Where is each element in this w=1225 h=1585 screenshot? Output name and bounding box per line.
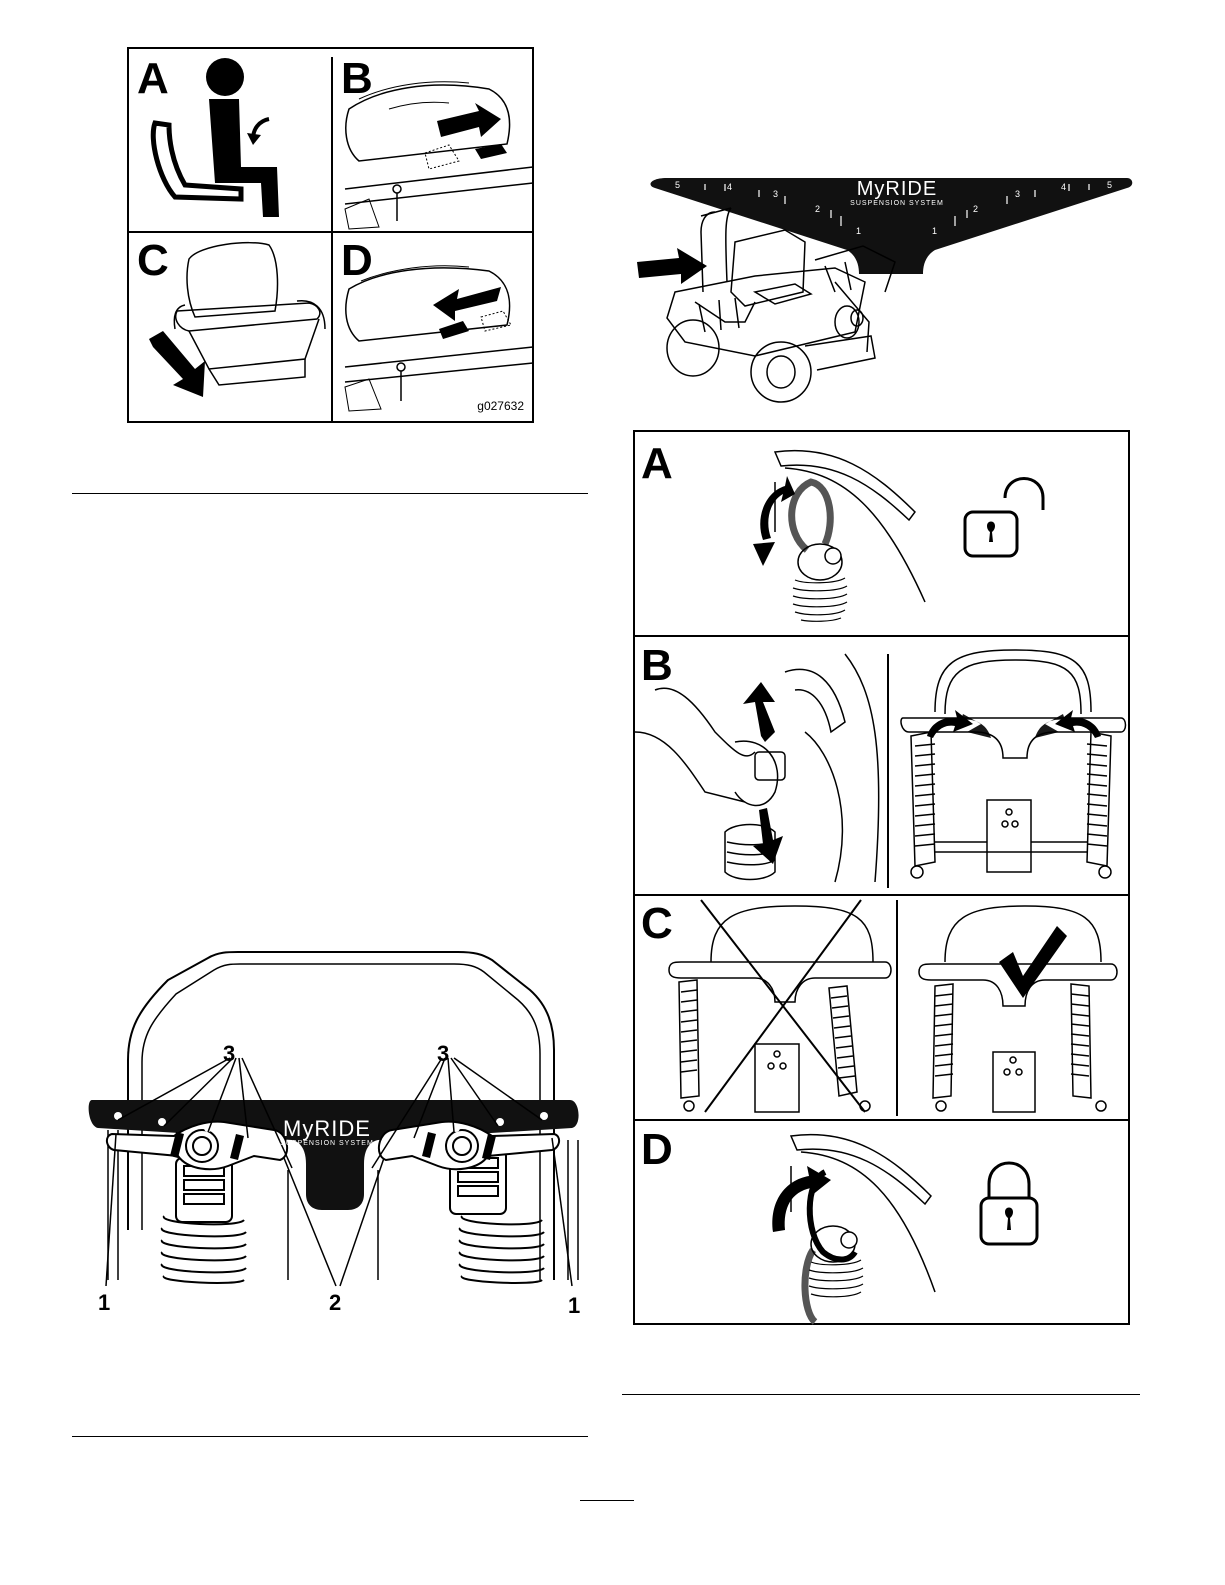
- decal-mower-figure: [635, 172, 1155, 412]
- step-d-lock-illustration: [772, 1135, 935, 1322]
- decal-setting-label: 2: [815, 204, 820, 214]
- callout-label-2: 2: [329, 1292, 341, 1314]
- seat-figure-code: g027632: [477, 399, 524, 413]
- decal-brand: MyRIDE: [838, 178, 956, 201]
- seat-panel-letter-a: A: [137, 57, 169, 101]
- panel-a-sitting-icon: [153, 58, 279, 217]
- step-a-unlock-illustration: [753, 451, 925, 622]
- callout-label-1-right: 1: [568, 1295, 580, 1317]
- decal-setting-label: 2: [973, 204, 978, 214]
- seat-figure-grid: [129, 49, 536, 425]
- seat-panel-letter-d: D: [341, 239, 373, 283]
- callout-label-3-left: 3: [223, 1043, 235, 1065]
- decal-setting-label: 5: [675, 180, 680, 190]
- adjust-up-arrow-icon: [743, 682, 775, 742]
- locked-padlock-icon: [981, 1163, 1037, 1244]
- decal-setting-label: 3: [1015, 189, 1020, 199]
- panel-d-pedal-lock-illustration: [345, 266, 533, 411]
- panel-c-seat-slide-illustration: [149, 243, 325, 397]
- right-spring: [450, 1150, 544, 1283]
- decal-location-arrow-icon: [637, 248, 707, 284]
- left-divider-bottom: [72, 1436, 588, 1437]
- panel-b-pedal-release-illustration: [345, 82, 533, 229]
- decal-setting-label: 3: [773, 189, 778, 199]
- step-panel-letter-c: C: [641, 902, 673, 946]
- step-c-correct-illustration: [919, 906, 1117, 1112]
- adjust-down-arrow-icon: [753, 808, 783, 864]
- unlocked-padlock-icon: [965, 479, 1043, 557]
- callout-label-3-right: 3: [437, 1043, 449, 1065]
- steps-figure-grid: [635, 432, 1132, 1327]
- seat-adjust-figure: A B C D g027632: [127, 47, 534, 423]
- step-panel-letter-d: D: [641, 1128, 673, 1172]
- incorrect-cross-icon: [701, 900, 865, 1112]
- seat-panel-letter-b: B: [341, 57, 373, 101]
- decal-setting-label: 4: [1061, 182, 1066, 192]
- callout-decal-subtitle: SUSPENSION SYSTEM: [268, 1140, 386, 1147]
- decal-setting-label: 1: [932, 226, 937, 236]
- left-spring: [162, 1158, 246, 1283]
- decal-subtitle: SUSPENSION SYSTEM: [832, 200, 962, 207]
- decal-setting-label: 1: [856, 226, 861, 236]
- step-panel-letter-a: A: [641, 442, 673, 486]
- decal-setting-label: 5: [1107, 180, 1112, 190]
- callout-label-1-left: 1: [98, 1292, 110, 1314]
- decal-setting-label: 4: [727, 182, 732, 192]
- step-panel-letter-b: B: [641, 644, 673, 688]
- left-divider-top: [72, 493, 588, 494]
- callout-decal-brand: MyRIDE: [268, 1116, 386, 1142]
- page-number-line: [580, 1500, 634, 1501]
- step-b-seat-rear-illustration: [901, 650, 1126, 878]
- seat-panel-letter-c: C: [137, 239, 169, 283]
- right-divider-bottom: [622, 1394, 1140, 1395]
- adjustment-steps-figure: A B C D: [633, 430, 1130, 1325]
